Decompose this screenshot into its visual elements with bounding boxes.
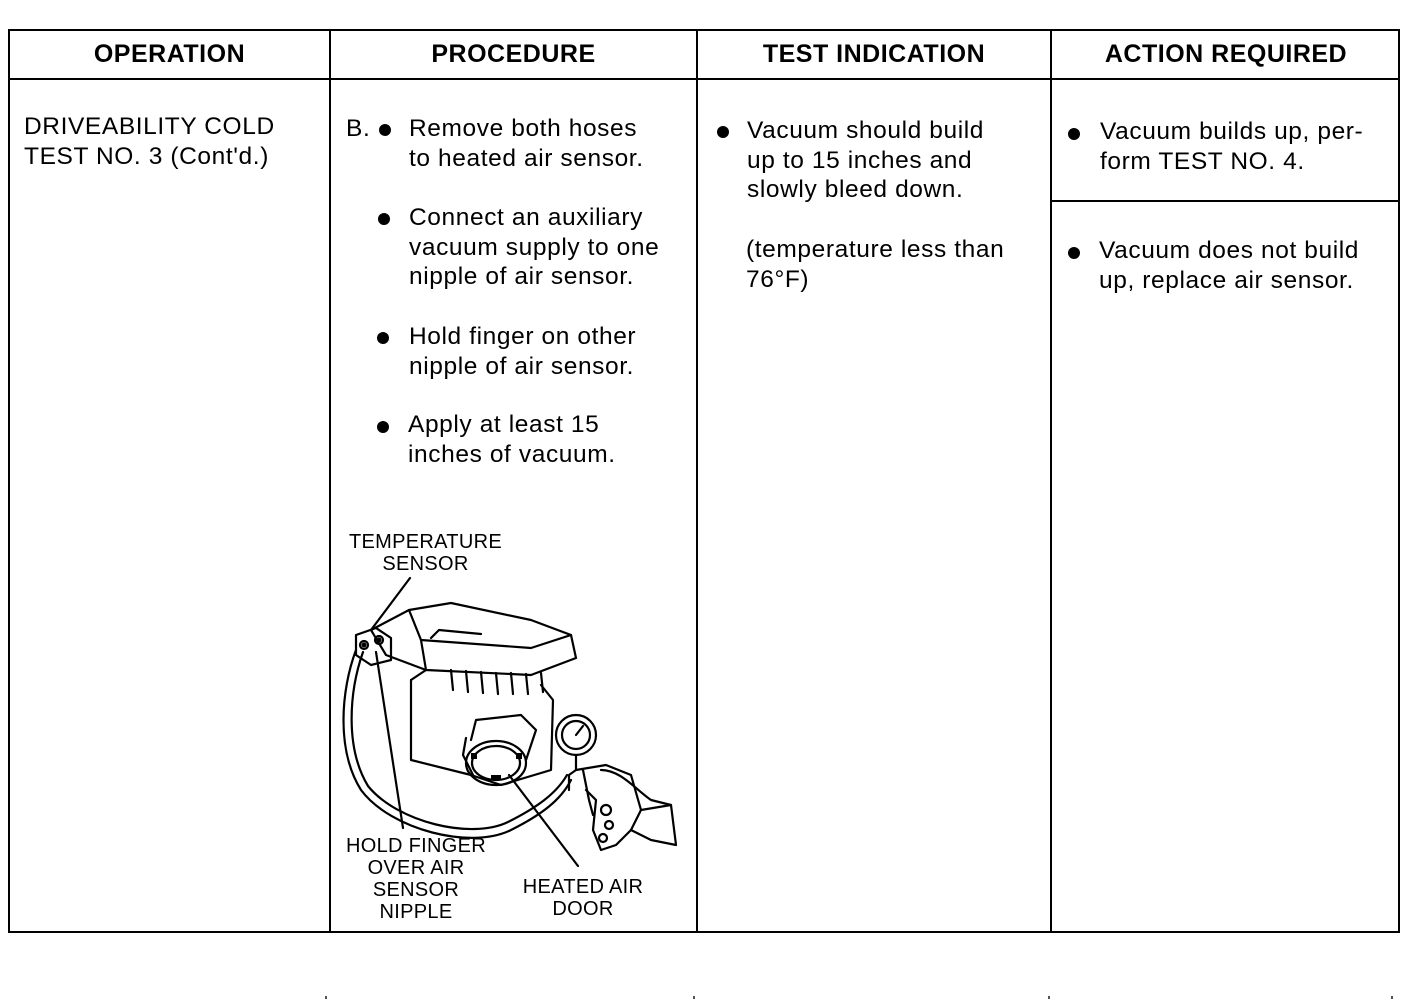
bullet-icon bbox=[1068, 128, 1080, 140]
test-indication-note: (temperature less than 76°F) bbox=[746, 236, 1005, 293]
column-divider-2 bbox=[696, 29, 698, 933]
table-frame bbox=[8, 29, 1400, 933]
label-hold-finger: HOLD FINGER OVER AIR SENSOR NIPPLE bbox=[346, 835, 486, 923]
label-heated-air-door: HEATED AIR DOOR bbox=[522, 876, 644, 920]
header-procedure: PROCEDURE bbox=[431, 40, 596, 68]
operation-text: DRIVEABILITY COLD TEST NO. 3 (Cont'd.) bbox=[24, 113, 275, 170]
vacuum-hose bbox=[342, 648, 573, 839]
scan-mark bbox=[693, 996, 695, 999]
air-cleaner-housing bbox=[409, 678, 555, 787]
action-row-divider bbox=[1050, 200, 1400, 202]
bullet-icon bbox=[717, 126, 729, 138]
header-operation: OPERATION bbox=[93, 40, 246, 68]
label-temperature-sensor: TEMPERATURE SENSOR bbox=[349, 531, 502, 575]
header-test-indication: TEST INDICATION bbox=[762, 40, 986, 68]
procedure-step-1: Remove both hoses to heated air sensor. bbox=[409, 115, 644, 172]
action-item-1: Vacuum builds up, per- form TEST NO. 4. bbox=[1100, 118, 1364, 175]
leader-line-hold-finger bbox=[374, 650, 405, 830]
vacuum-pump bbox=[574, 763, 643, 852]
bullet-icon bbox=[377, 332, 389, 344]
bullet-icon bbox=[377, 421, 389, 433]
bullet-icon bbox=[378, 213, 390, 225]
temperature-sensor-body bbox=[354, 626, 393, 667]
test-indication-item-1: Vacuum should build up to 15 inches and … bbox=[747, 117, 985, 203]
column-divider-1 bbox=[329, 29, 331, 933]
scan-mark bbox=[1048, 996, 1050, 999]
bullet-icon bbox=[379, 124, 391, 136]
procedure-step-3: Hold finger on other nipple of air senso… bbox=[409, 323, 637, 380]
air-cleaner-lid bbox=[369, 601, 578, 677]
action-item-2: Vacuum does not build up, replace air se… bbox=[1099, 237, 1360, 294]
column-divider-3 bbox=[1050, 29, 1052, 933]
header-divider bbox=[8, 78, 1400, 80]
air-cleaner-illustration bbox=[342, 576, 678, 868]
bullet-icon bbox=[1068, 247, 1080, 259]
procedure-step-prefix: B. bbox=[346, 115, 371, 142]
leader-line-heated-air-door bbox=[507, 773, 580, 868]
scan-mark bbox=[325, 996, 327, 999]
scan-mark bbox=[1391, 996, 1393, 999]
header-action-required: ACTION REQUIRED bbox=[1104, 40, 1348, 68]
leader-line-temperature-sensor bbox=[369, 576, 412, 632]
procedure-step-4: Apply at least 15 inches of vacuum. bbox=[408, 411, 616, 468]
procedure-step-2: Connect an auxiliary vacuum supply to on… bbox=[409, 204, 660, 290]
